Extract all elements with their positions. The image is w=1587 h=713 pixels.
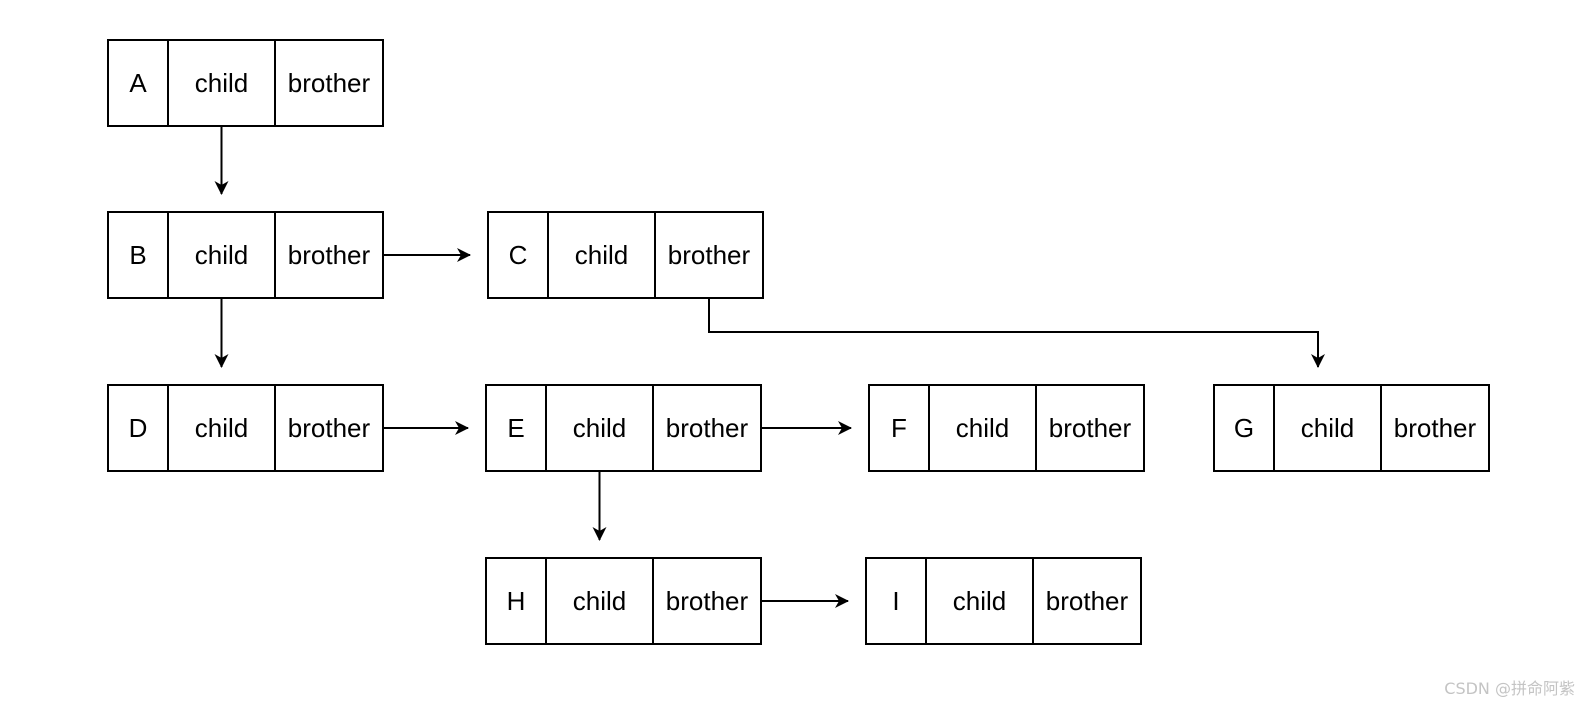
child-pointer-cell-text: child [1301, 413, 1354, 443]
brother-pointer-cell-box [274, 384, 384, 472]
brother-pointer-cell-text: brother [288, 413, 371, 443]
brother-pointer-cell-box [1032, 557, 1142, 645]
brother-pointer-cell-box [654, 211, 764, 299]
node-label-cell-text: B [129, 240, 146, 270]
brother-pointer-cell-box [652, 557, 762, 645]
arrow-c-to-g [708, 298, 1325, 368]
node-label-cell-box [107, 211, 169, 299]
node-label-cell-text: C [509, 240, 528, 270]
child-pointer-cell-text: child [195, 240, 248, 270]
edges-layer [214, 126, 1325, 608]
brother-pointer-cell-box [1035, 384, 1145, 472]
node-label-cell-text: F [891, 413, 907, 443]
node-label-cell-box [868, 384, 930, 472]
node-label-cell-box [1213, 384, 1275, 472]
brother-pointer-cell-box [274, 39, 384, 127]
node-label-cell-text: E [507, 413, 524, 443]
brother-pointer-cell-text: brother [1046, 586, 1129, 616]
node-label-cell-box [865, 557, 927, 645]
child-pointer-cell-text: child [573, 586, 626, 616]
watermark: CSDN @拼命阿紫 [1444, 679, 1575, 698]
child-pointer-cell-box [167, 39, 276, 127]
child-pointer-cell-box [545, 557, 654, 645]
brother-pointer-cell-text: brother [666, 413, 749, 443]
brother-pointer-cell-text: brother [666, 586, 749, 616]
child-pointer-cell-box [925, 557, 1034, 645]
child-pointer-cell-text: child [953, 586, 1006, 616]
node-label-cell-box [485, 384, 547, 472]
child-pointer-cell-text: child [195, 413, 248, 443]
child-pointer-cell-text: child [195, 68, 248, 98]
child-pointer-cell-box [545, 384, 654, 472]
brother-pointer-cell-box [652, 384, 762, 472]
child-pointer-cell-box [167, 384, 276, 472]
node-label-cell-text: G [1234, 413, 1254, 443]
child-pointer-cell-box [167, 211, 276, 299]
node-label-cell-text: A [129, 68, 147, 98]
brother-pointer-cell-text: brother [288, 240, 371, 270]
brother-pointer-cell-text: brother [668, 240, 751, 270]
brother-pointer-cell-text: brother [288, 68, 371, 98]
node-label-cell-text: D [129, 413, 148, 443]
node-label-cell-text: H [507, 586, 526, 616]
child-pointer-cell-text: child [575, 240, 628, 270]
child-pointer-cell-box [928, 384, 1037, 472]
child-pointer-cell-box [1273, 384, 1382, 472]
node-label-cell-box [485, 557, 547, 645]
node-label-cell-box [107, 39, 169, 127]
child-pointer-cell-text: child [573, 413, 626, 443]
brother-pointer-cell-text: brother [1394, 413, 1477, 443]
brother-pointer-cell-box [274, 211, 384, 299]
node-label-cell-text: I [892, 586, 899, 616]
brother-pointer-cell-box [1380, 384, 1490, 472]
child-pointer-cell-text: child [956, 413, 1009, 443]
brother-pointer-cell-text: brother [1049, 413, 1132, 443]
